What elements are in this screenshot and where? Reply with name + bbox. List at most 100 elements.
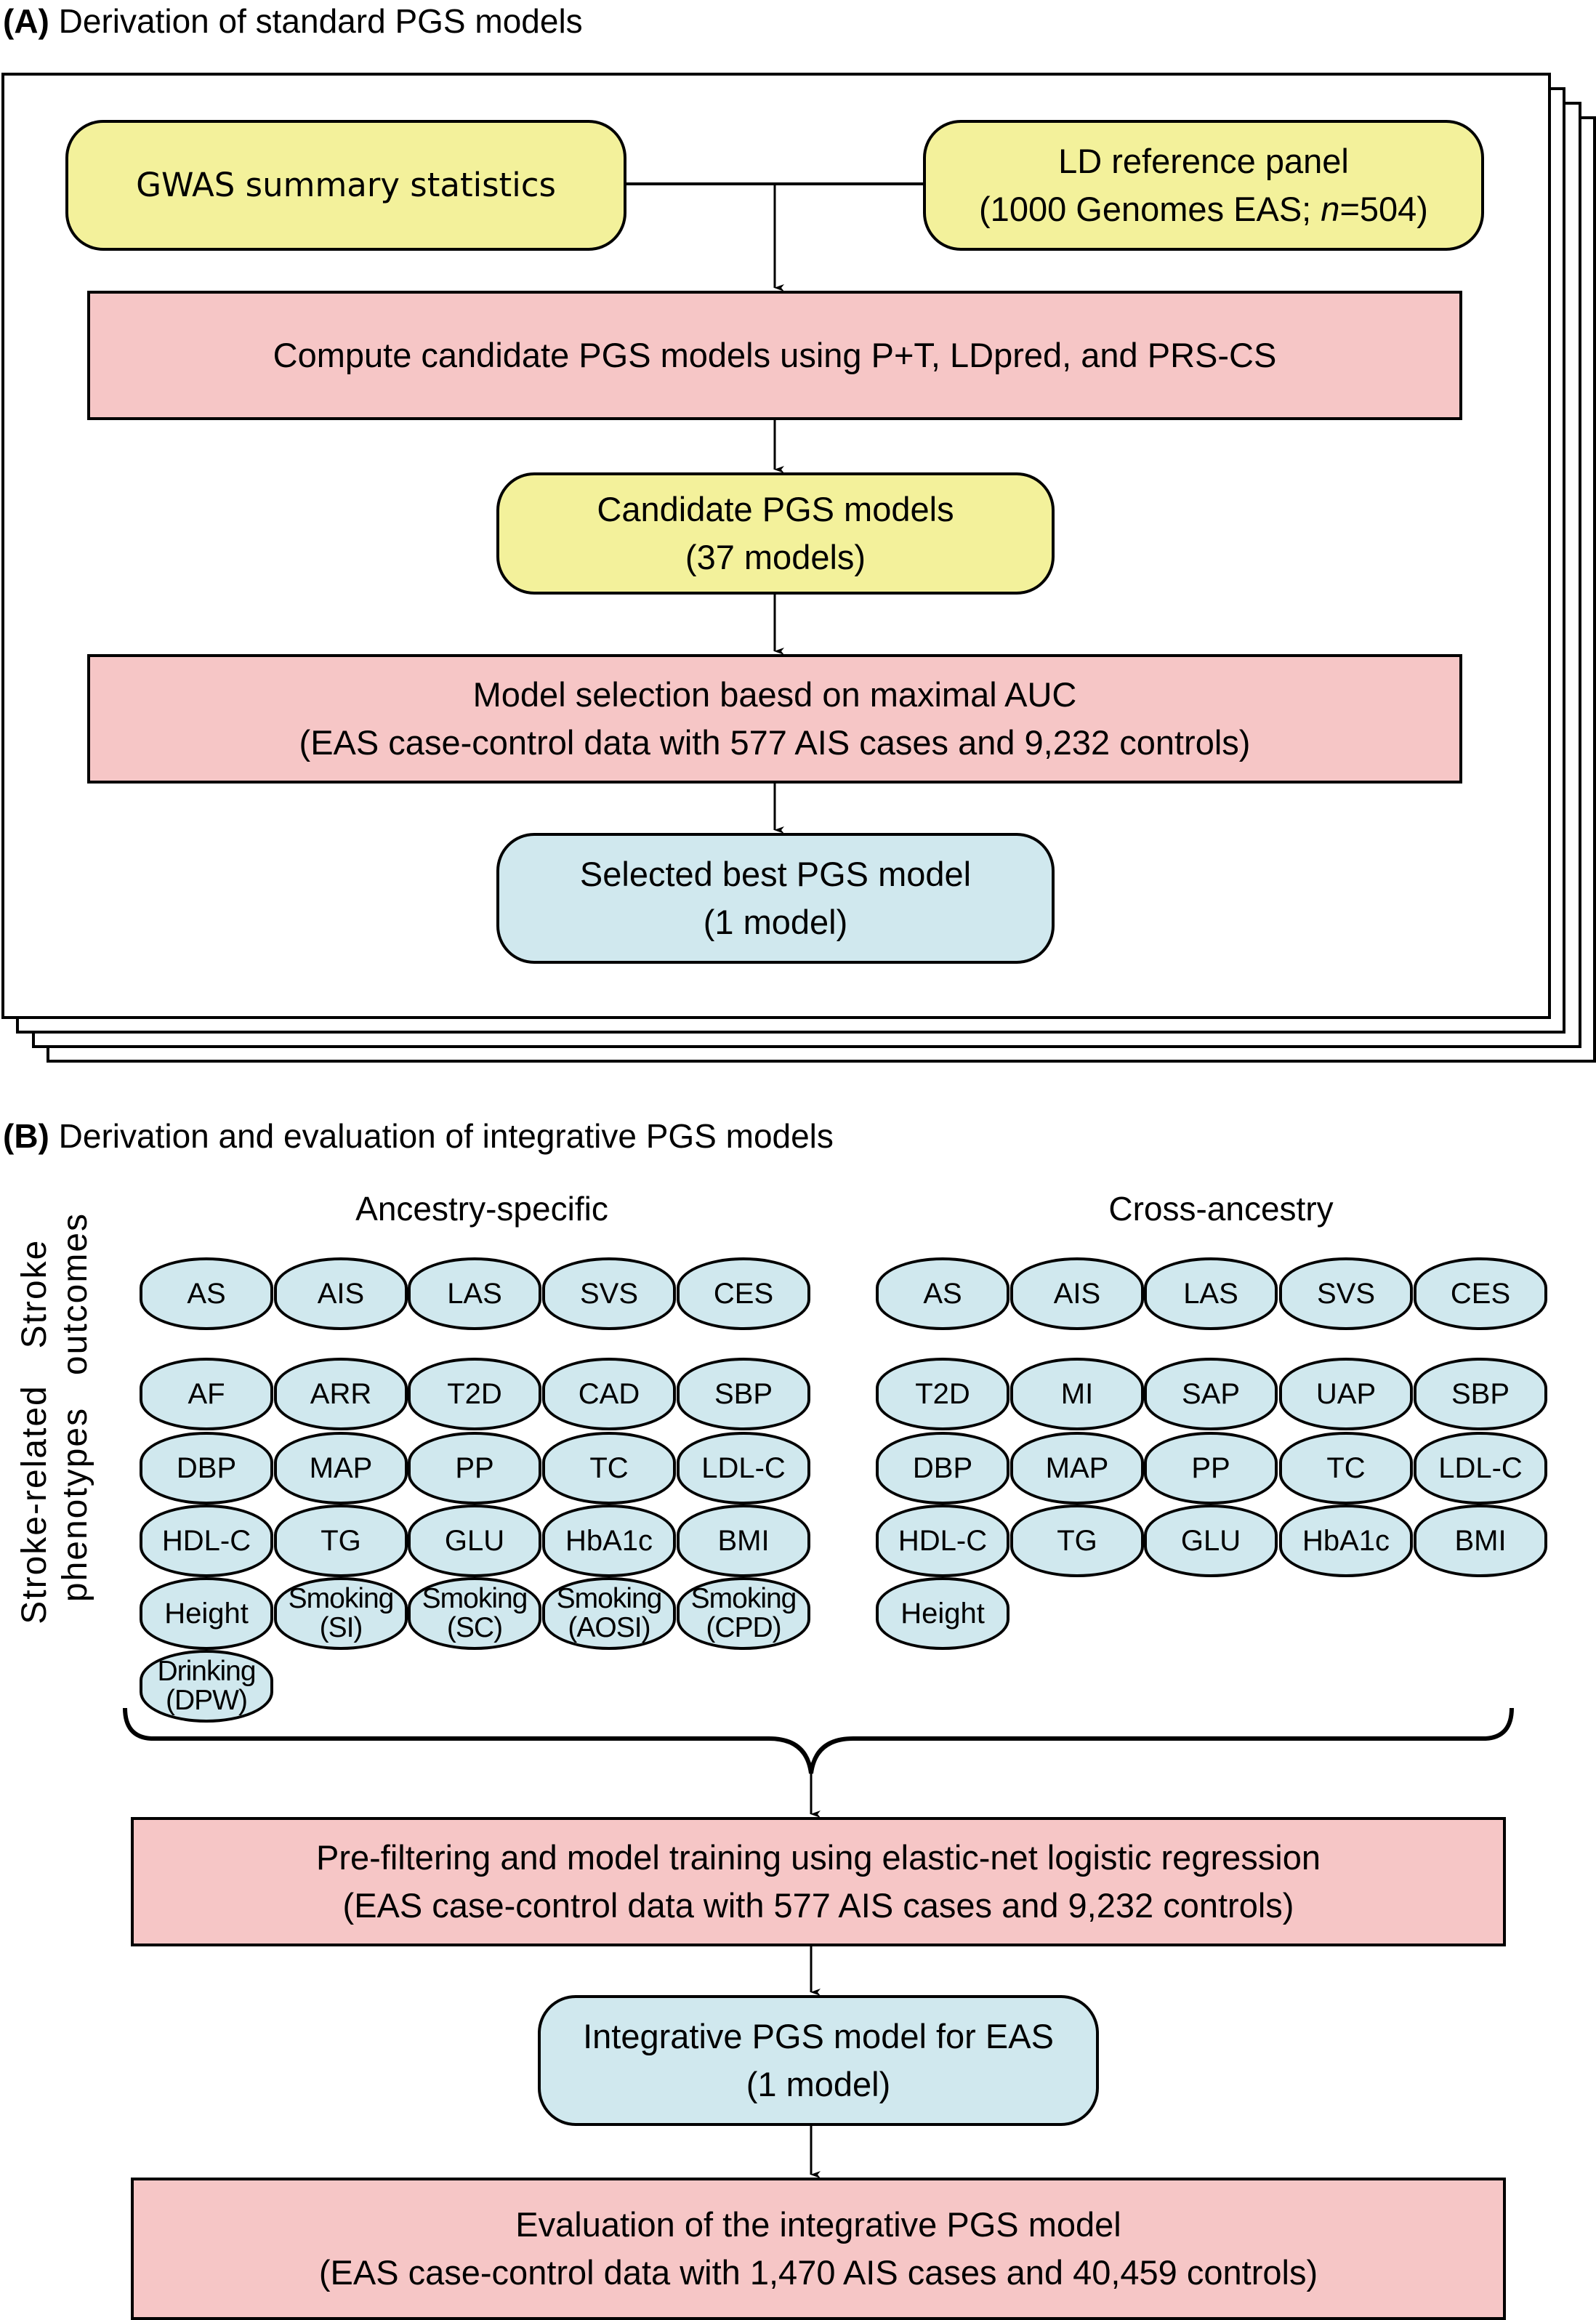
ancestry-phenotype-pill-tg: TG xyxy=(274,1505,408,1577)
pill-text: Smoking xyxy=(288,1583,395,1614)
ancestry-outcome-pill-las: LAS xyxy=(408,1257,541,1330)
pill-text: UAP xyxy=(1315,1378,1377,1410)
pill-text: CES xyxy=(1450,1278,1511,1310)
ancestry-phenotype-pill-smoking-sc: Smoking(SC) xyxy=(408,1577,541,1650)
cross-phenotype-pill-dbp: DBP xyxy=(876,1432,1009,1505)
selected-line1: Selected best PGS model xyxy=(579,855,972,893)
pill-text: SBP xyxy=(1451,1378,1510,1410)
cross-outcome-pill-as: AS xyxy=(876,1257,1009,1330)
pill-text: AS xyxy=(923,1278,962,1310)
selection-line1: Model selection baesd on maximal AUC xyxy=(472,675,1077,714)
ld-line2-suffix: =504) xyxy=(1339,190,1428,228)
ancestry-phenotype-pill-smoking-si: Smoking(SI) xyxy=(274,1577,408,1650)
model-training-box: Pre-filtering and model training using e… xyxy=(131,1817,1506,1946)
pill-text: SAP xyxy=(1181,1378,1241,1410)
cross-phenotype-pill-uap: UAP xyxy=(1279,1358,1413,1430)
pill-text: (AOSI) xyxy=(568,1612,650,1643)
cross-phenotype-pill-glu: GLU xyxy=(1144,1505,1278,1577)
cross-outcome-pill-ces: CES xyxy=(1414,1257,1547,1330)
cross-phenotype-pill-hdl-c: HDL-C xyxy=(876,1505,1009,1577)
pill-text: Smoking xyxy=(690,1583,797,1614)
integrative-line2: (1 model) xyxy=(746,2065,891,2103)
selection-line2: (EAS case-control data with 577 AIS case… xyxy=(299,723,1251,762)
cross-phenotype-pill-map: MAP xyxy=(1010,1432,1144,1505)
selected-best-model-box: Selected best PGS model (1 model) xyxy=(496,833,1055,964)
panel-a-title: Derivation of standard PGS models xyxy=(58,2,583,40)
ancestry-phenotype-pill-tc: TC xyxy=(542,1432,676,1505)
pill-text: HDL-C xyxy=(898,1525,988,1557)
pill-text: T2D xyxy=(447,1378,502,1410)
pill-text: TC xyxy=(1326,1452,1366,1484)
ancestry-phenotype-pill-height: Height xyxy=(140,1577,273,1650)
panel-b-label: (B) xyxy=(3,1117,49,1155)
pill-text: HbA1c xyxy=(1302,1525,1390,1557)
integrative-line1: Integrative PGS model for EAS xyxy=(583,2017,1054,2055)
candidate-line2: (37 models) xyxy=(685,538,866,576)
pill-text: PP xyxy=(455,1452,494,1484)
pill-text: TG xyxy=(1057,1525,1097,1557)
cross-phenotype-pill-ldl-c: LDL-C xyxy=(1414,1432,1547,1505)
pill-text: TC xyxy=(589,1452,629,1484)
ld-line2: (1000 Genomes EAS; n=504) xyxy=(979,185,1428,233)
pill-text: (SC) xyxy=(446,1612,503,1643)
gwas-summary-box: GWAS summary statistics xyxy=(65,120,626,251)
cross-phenotype-pill-hba1c: HbA1c xyxy=(1279,1505,1413,1577)
cross-outcome-pill-ais: AIS xyxy=(1010,1257,1144,1330)
panel-a-label: (A) xyxy=(3,2,49,40)
gwas-label: GWAS summary statistics xyxy=(136,166,556,204)
pill-text: (CPD) xyxy=(706,1612,781,1643)
pill-text: BMI xyxy=(1454,1525,1507,1557)
pill-text: BMI xyxy=(717,1525,770,1557)
pill-text: HbA1c xyxy=(565,1525,653,1557)
pill-text: AIS xyxy=(1053,1278,1101,1310)
integrative-model-box: Integrative PGS model for EAS (1 model) xyxy=(538,1995,1099,2126)
pill-text: DBP xyxy=(176,1452,237,1484)
evaluation-box: Evaluation of the integrative PGS model … xyxy=(131,2178,1506,2320)
panel-a-heading: (A) Derivation of standard PGS models xyxy=(3,1,583,41)
pill-text: AF xyxy=(188,1378,225,1410)
pill-text: SBP xyxy=(714,1378,773,1410)
ancestry-phenotype-pill-pp: PP xyxy=(408,1432,541,1505)
candidate-models-box: Candidate PGS models (37 models) xyxy=(496,472,1055,595)
ancestry-outcome-pill-ces: CES xyxy=(677,1257,810,1330)
pill-text: TG xyxy=(321,1525,361,1557)
evaluation-line1: Evaluation of the integrative PGS model xyxy=(515,2205,1121,2244)
ld-line1: LD reference panel xyxy=(1058,142,1349,180)
ancestry-phenotype-pill-t2d: T2D xyxy=(408,1358,541,1430)
pill-text: (SI) xyxy=(319,1612,363,1643)
pill-text: LAS xyxy=(1183,1278,1238,1310)
pill-text: T2D xyxy=(915,1378,970,1410)
training-line1: Pre-filtering and model training using e… xyxy=(316,1838,1321,1877)
ancestry-phenotype-pill-sbp: SBP xyxy=(677,1358,810,1430)
compute-candidates-box: Compute candidate PGS models using P+T, … xyxy=(87,291,1462,420)
cross-phenotype-pill-height: Height xyxy=(876,1577,1009,1650)
ancestry-phenotype-pill-hba1c: HbA1c xyxy=(542,1505,676,1577)
pill-text: Height xyxy=(900,1598,985,1630)
cross-outcome-pill-svs: SVS xyxy=(1279,1257,1413,1330)
pill-text: (DPW) xyxy=(166,1685,248,1716)
ancestry-phenotype-pill-cad: CAD xyxy=(542,1358,676,1430)
ancestry-phenotype-pill-dbp: DBP xyxy=(140,1432,273,1505)
pill-text: ARR xyxy=(310,1378,372,1410)
cross-phenotype-pill-tc: TC xyxy=(1279,1432,1413,1505)
pill-text: DBP xyxy=(912,1452,973,1484)
pill-text: LDL-C xyxy=(1438,1452,1523,1484)
pill-text: Drinking xyxy=(157,1656,256,1687)
pill-text: Smoking xyxy=(422,1583,528,1614)
pill-text: PP xyxy=(1191,1452,1230,1484)
pill-text: HDL-C xyxy=(161,1525,251,1557)
pill-text: LAS xyxy=(447,1278,502,1310)
pill-text: CAD xyxy=(578,1378,640,1410)
ancestry-phenotype-pill-bmi: BMI xyxy=(677,1505,810,1577)
grouping-brace xyxy=(123,1707,1514,1774)
ld-line2-prefix: (1000 Genomes EAS; xyxy=(979,190,1321,228)
ancestry-phenotype-pill-drinking-dpw: Drinking(DPW) xyxy=(140,1650,273,1723)
panel-b-heading: (B) Derivation and evaluation of integra… xyxy=(3,1116,834,1156)
ancestry-phenotype-pill-map: MAP xyxy=(274,1432,408,1505)
ancestry-phenotype-pill-smoking-cpd: Smoking(CPD) xyxy=(677,1577,810,1650)
ancestry-phenotype-pill-smoking-aosi: Smoking(AOSI) xyxy=(542,1577,676,1650)
cross-phenotype-pill-sbp: SBP xyxy=(1414,1358,1547,1430)
ancestry-phenotype-pill-af: AF xyxy=(140,1358,273,1430)
panel-b-title: Derivation and evaluation of integrative… xyxy=(58,1117,834,1155)
pill-text: Smoking xyxy=(556,1583,663,1614)
